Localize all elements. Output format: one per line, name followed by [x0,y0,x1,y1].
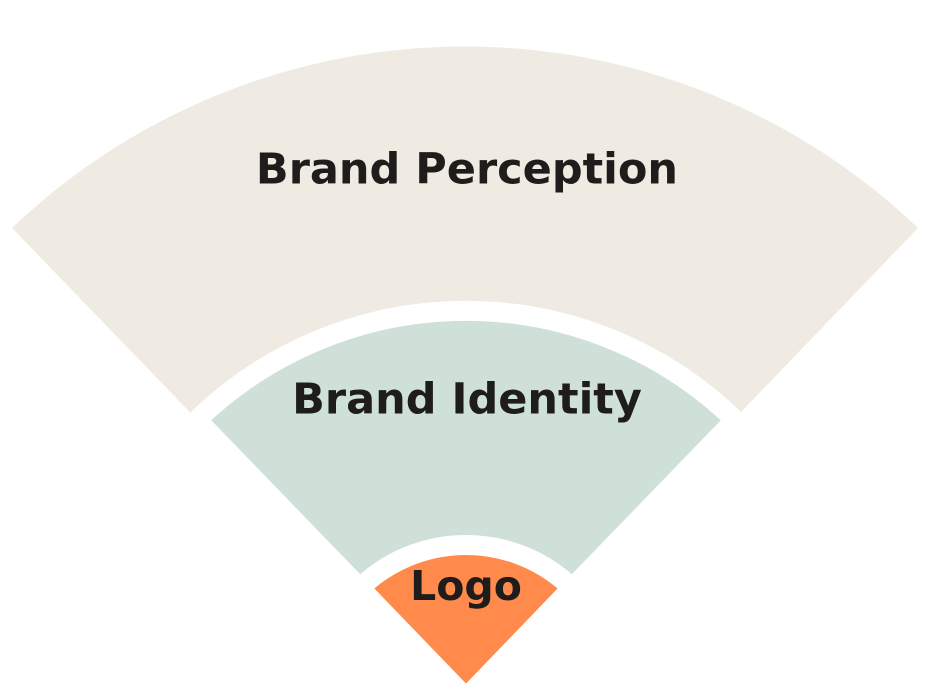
label-logo: Logo [410,562,522,610]
ring-logo [345,535,587,698]
label-brand-perception: Brand Perception [256,145,678,195]
label-brand-identity: Brand Identity [292,375,642,425]
ring-brand-identity [182,300,750,698]
